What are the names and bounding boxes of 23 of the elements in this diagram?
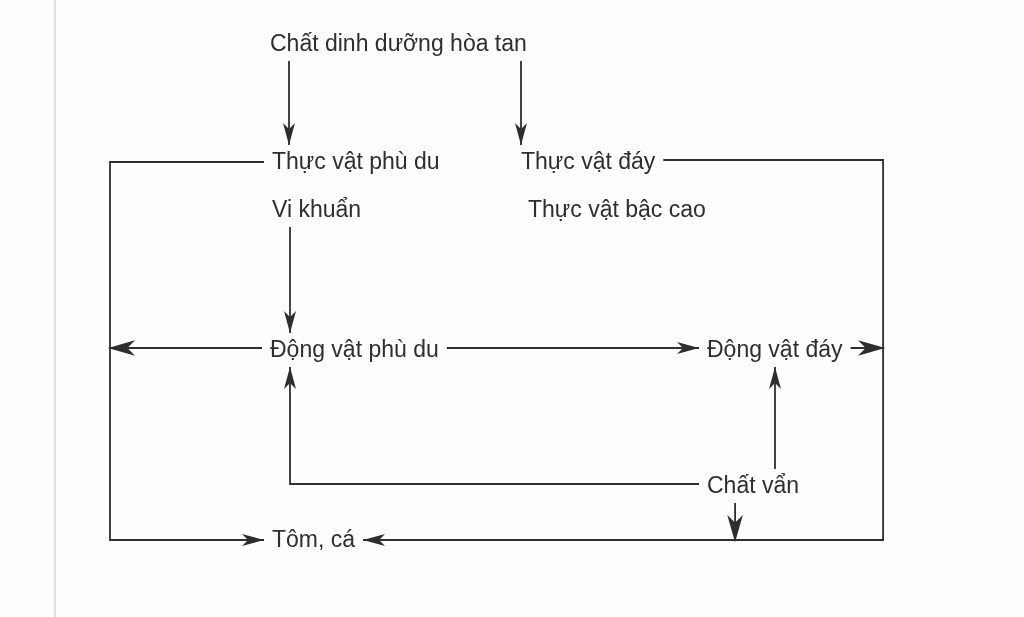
arrow bbox=[515, 60, 527, 146]
arrow bbox=[110, 340, 263, 355]
arrow bbox=[109, 347, 265, 546]
node-label: Tôm, cá bbox=[264, 523, 364, 557]
connector-line bbox=[109, 161, 265, 349]
node-label: Động vật phù du bbox=[262, 333, 447, 367]
node-label: Thực vật đáy bbox=[513, 145, 664, 179]
arrow bbox=[727, 502, 742, 540]
arrow bbox=[284, 226, 296, 334]
node-label: Chất dinh dưỡng hòa tan bbox=[262, 27, 535, 61]
arrow bbox=[445, 342, 700, 354]
node-label: Chất vẩn bbox=[699, 469, 808, 503]
arrow bbox=[284, 366, 700, 485]
node-label: Vi khuẩn bbox=[264, 193, 370, 227]
arrow bbox=[849, 341, 883, 356]
node-label: Động vật đáy bbox=[699, 333, 851, 367]
connector-line bbox=[662, 159, 884, 349]
arrow bbox=[362, 534, 736, 546]
connector-line bbox=[734, 347, 884, 541]
text-label: Thực vật bậc cao bbox=[528, 195, 706, 225]
node-label: Thực vật phù du bbox=[264, 145, 448, 179]
arrow bbox=[769, 366, 781, 470]
arrow bbox=[283, 60, 295, 146]
